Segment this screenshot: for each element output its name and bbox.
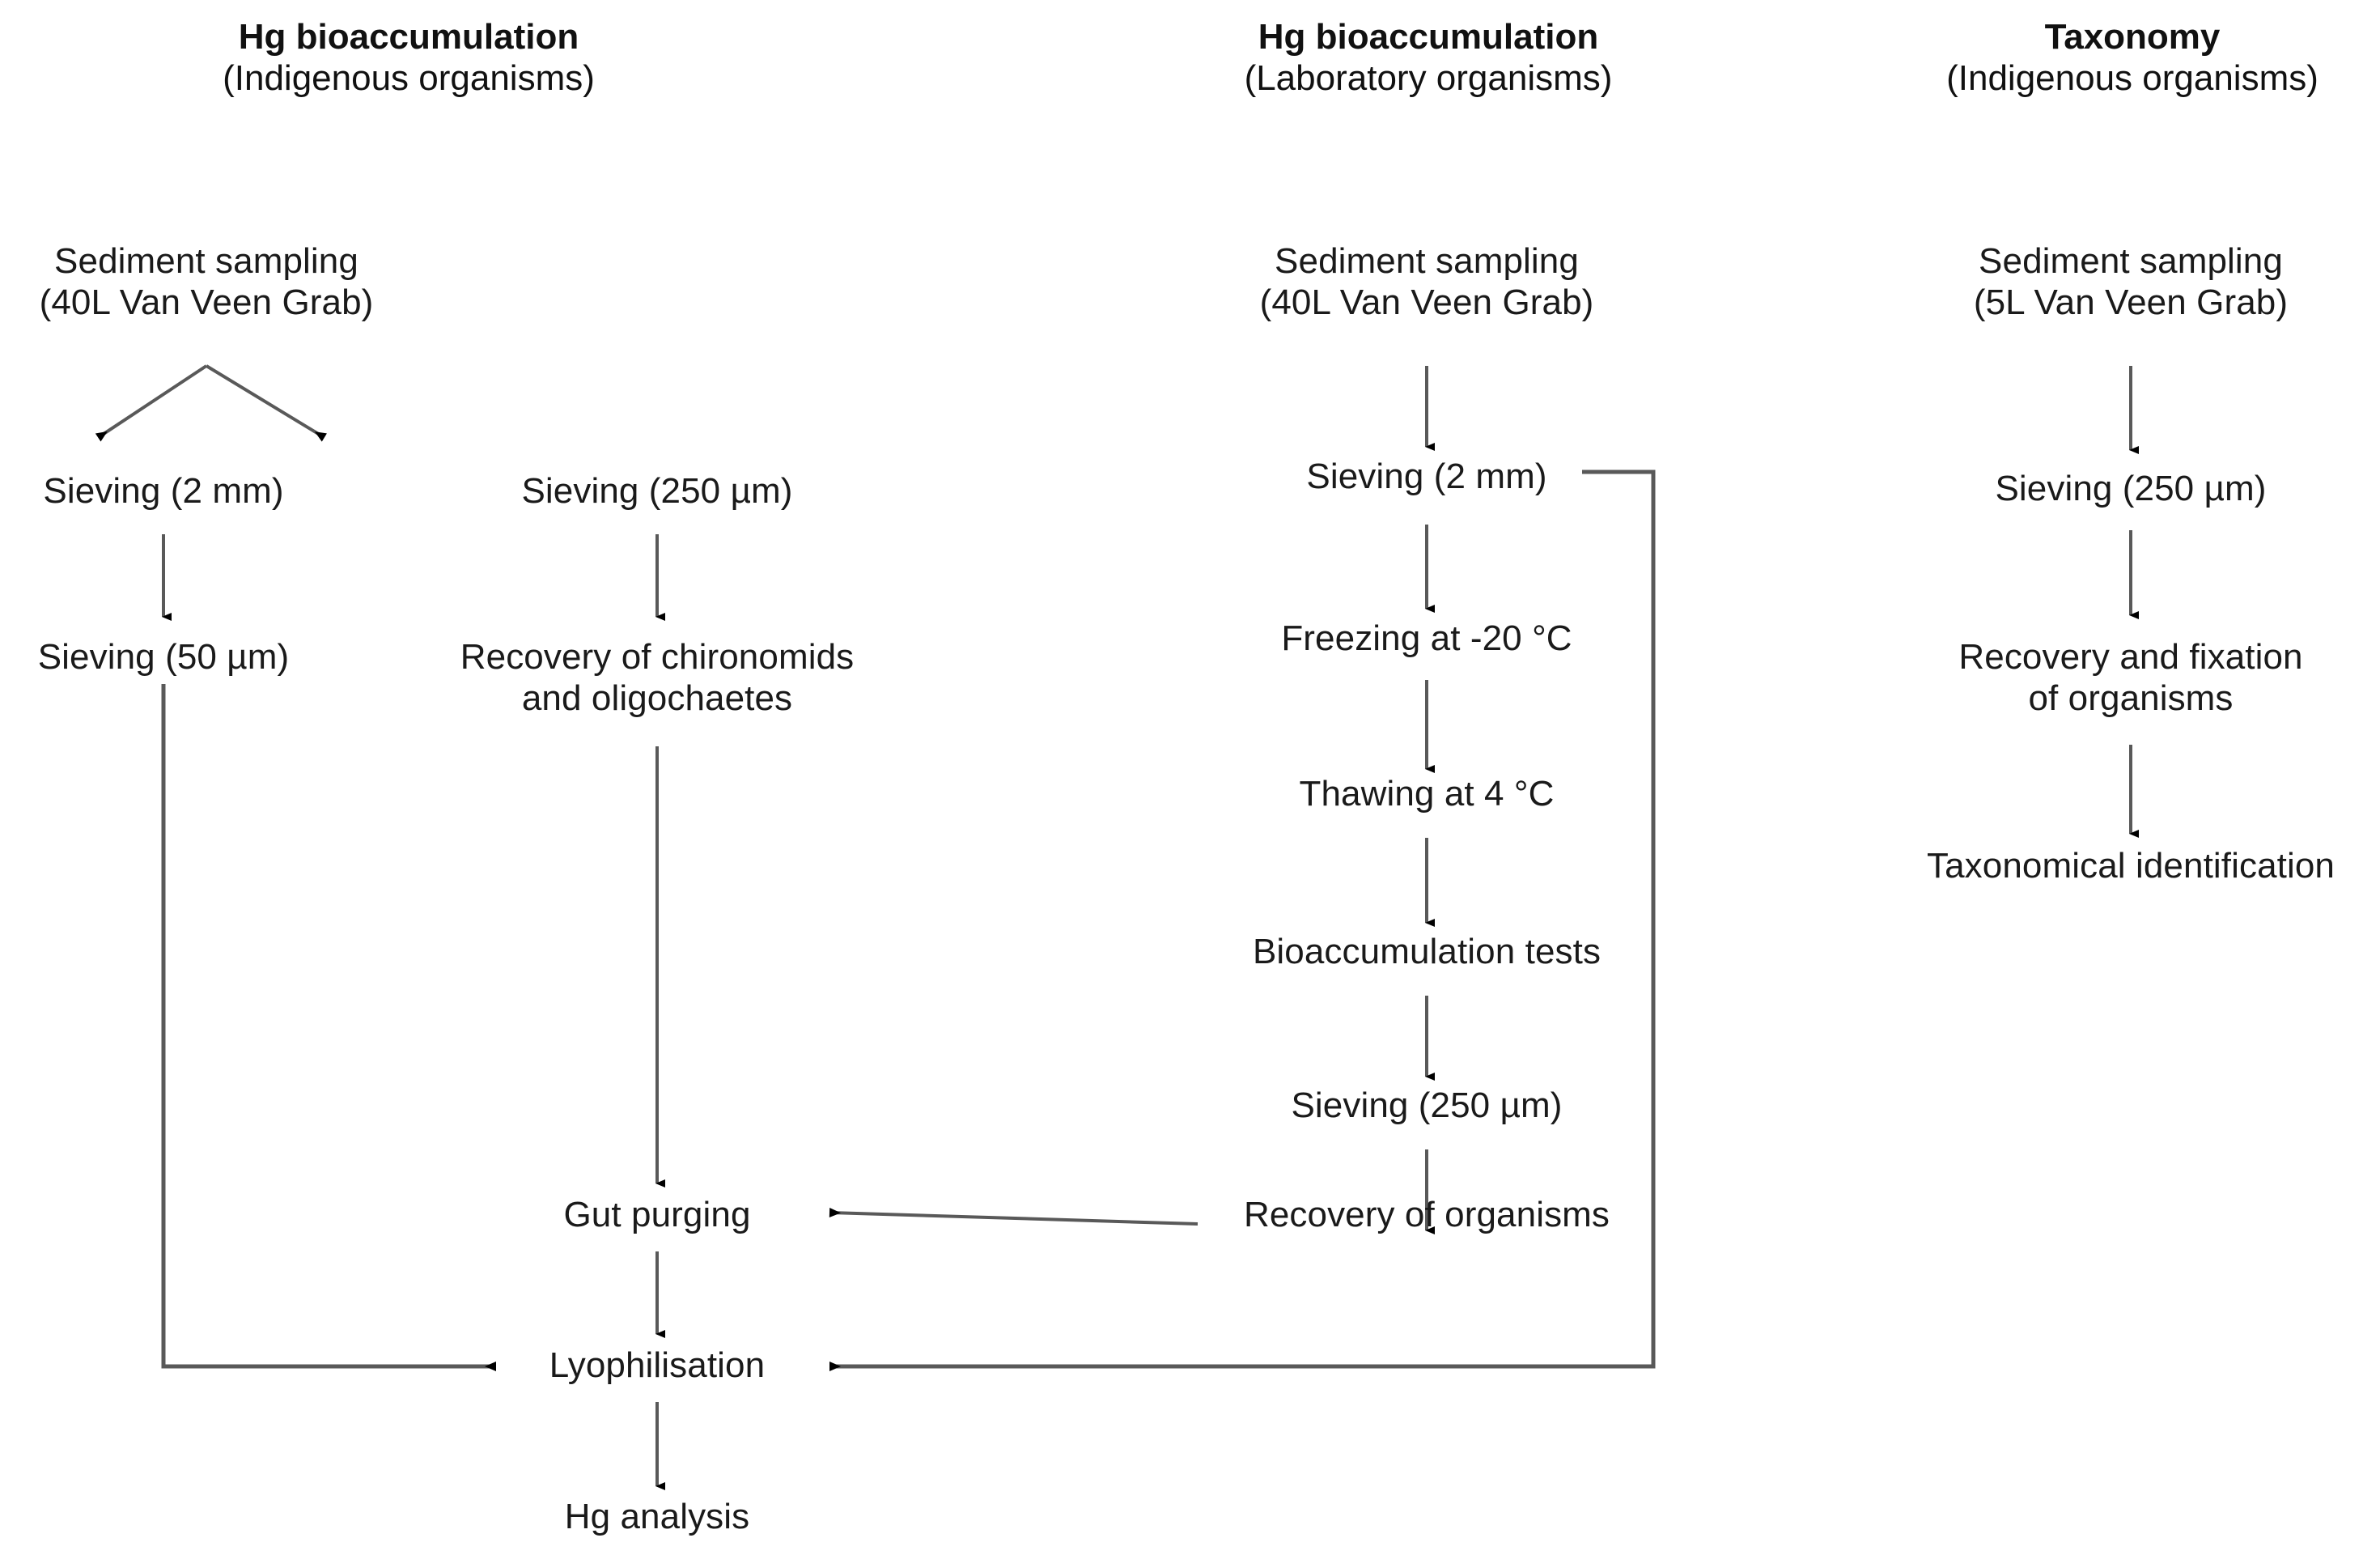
node-right-sieving-250um: Sieving (250 µm) [1995, 469, 2267, 508]
node-mid-freezing: Freezing at -20 °C [1281, 618, 1572, 658]
node-mid-bioaccumulation-tests: Bioaccumulation tests [1252, 932, 1602, 971]
column-title-sub: (Indigenous organisms) [223, 58, 595, 99]
node-left-sieving-2mm: Sieving (2 mm) [43, 471, 284, 511]
column-title-hg-laboratory: Hg bioaccumulation (Laboratory organisms… [1020, 16, 1837, 100]
column-title-taxonomy: Taxonomy (Indigenous organisms) [1724, 16, 2380, 100]
node-right-taxonomical-identification: Taxonomical identification [1927, 846, 2335, 886]
edge-left-split-left [95, 364, 208, 442]
node-hg-analysis: Hg analysis [564, 1497, 750, 1536]
column-title-main: Hg bioaccumulation [1258, 17, 1599, 57]
node-left-sediment-sampling: Sediment sampling (40L Van Veen Grab) [39, 241, 374, 323]
node-left-sieving-250um: Sieving (250 µm) [521, 471, 793, 511]
node-mid-thawing: Thawing at 4 °C [1299, 774, 1555, 814]
node-right-sediment-sampling: Sediment sampling (5L Van Veen Grab) [1973, 241, 2289, 323]
edge-left-split-right [205, 364, 327, 442]
column-title-sub: (Indigenous organisms) [1946, 58, 2318, 99]
node-mid-sediment-sampling: Sediment sampling (40L Van Veen Grab) [1259, 241, 1594, 323]
node-right-recovery-fixation: Recovery and fixation of organisms [1958, 637, 2303, 719]
column-title-hg-indigenous: Hg bioaccumulation (Indigenous organisms… [0, 16, 817, 100]
node-mid-sieving-250um: Sieving (250 µm) [1291, 1086, 1563, 1125]
node-left-sieving-50um: Sieving (50 µm) [37, 637, 290, 677]
node-left-recovery-chironomids: Recovery of chironomids and oligochaetes [460, 637, 855, 719]
edge-50um-to-lyophilisation [161, 684, 496, 1371]
column-title-main: Hg bioaccumulation [238, 17, 579, 57]
column-title-sub: (Laboratory organisms) [1244, 58, 1613, 99]
node-mid-sieving-2mm: Sieving (2 mm) [1306, 457, 1547, 496]
node-mid-recovery-organisms: Recovery of organisms [1243, 1195, 1610, 1234]
node-lyophilisation: Lyophilisation [549, 1345, 766, 1385]
node-gut-purging: Gut purging [563, 1195, 751, 1234]
column-title-main: Taxonomy [2044, 17, 2221, 57]
